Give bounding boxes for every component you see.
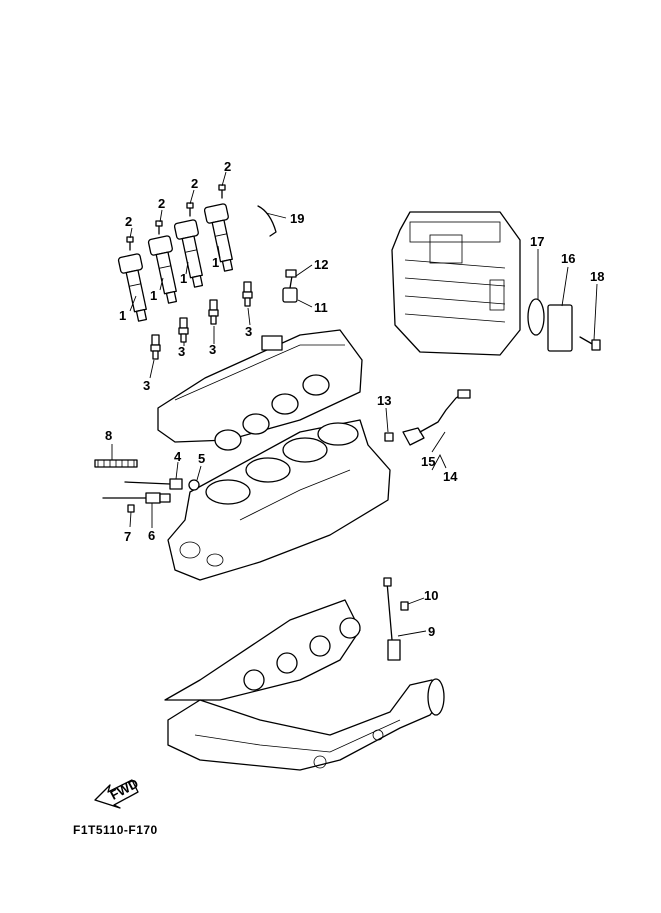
connector — [547, 304, 573, 352]
ignition-coil-group — [117, 203, 234, 322]
callout-label: 10 — [424, 588, 438, 603]
callout-label: 2 — [125, 214, 132, 229]
diagram-code: F1T5110-F170 — [73, 823, 158, 837]
callout-label: 3 — [209, 342, 216, 357]
callout-label: 1 — [212, 255, 219, 270]
wire-lead — [257, 205, 277, 237]
exhaust-sensor — [383, 577, 409, 661]
callout-label: 7 — [124, 529, 131, 544]
callout-label: 2 — [224, 159, 231, 174]
callout-label: 15 — [421, 454, 435, 469]
callout-label: 12 — [314, 257, 328, 272]
callout-label: 18 — [590, 269, 604, 284]
spark-plug — [178, 317, 189, 343]
callout-labels: 1 1 1 1 2 2 2 2 3 3 3 3 4 5 6 7 8 9 10 1… — [105, 159, 604, 639]
callout-label: 16 — [561, 251, 575, 266]
ignition-coil — [147, 235, 178, 304]
callout-label: 3 — [143, 378, 150, 393]
spark-plug — [150, 334, 161, 360]
ignition-coil — [203, 203, 234, 272]
oil-pressure-parts — [94, 459, 200, 513]
callout-label: 19 — [290, 211, 304, 226]
forward-arrow-icon: FWD — [94, 776, 141, 809]
bolt — [218, 184, 226, 199]
bolt — [155, 220, 163, 235]
callout-label: 13 — [377, 393, 391, 408]
bolt — [186, 202, 194, 217]
callout-label: 2 — [191, 176, 198, 191]
callout-label: 5 — [198, 451, 205, 466]
bolt — [126, 236, 134, 251]
spark-plug — [208, 299, 219, 325]
cylinder-block — [167, 419, 391, 581]
callout-label: 17 — [530, 234, 544, 249]
callout-label: 1 — [180, 271, 187, 286]
gasket — [527, 298, 545, 336]
callout-label: 14 — [443, 469, 458, 484]
ignition-coil — [117, 253, 148, 322]
callout-label: 6 — [148, 528, 155, 543]
callout-label: 3 — [245, 324, 252, 339]
callout-label: 1 — [119, 308, 126, 323]
callout-label: 1 — [150, 288, 157, 303]
callout-label: 9 — [428, 624, 435, 639]
cam-sensor — [282, 269, 298, 303]
ignition-coil — [173, 219, 204, 288]
electrical-box — [391, 211, 601, 356]
spark-plug — [242, 281, 253, 307]
callout-label: 8 — [105, 428, 112, 443]
spark-plug-group — [150, 281, 253, 360]
exhaust-manifold — [164, 599, 445, 771]
callout-label: 3 — [178, 344, 185, 359]
leader-lines — [111, 171, 598, 637]
temp-sensor — [384, 389, 471, 446]
callout-label: 2 — [158, 196, 165, 211]
cylinder-head — [157, 329, 363, 451]
callout-label: 4 — [174, 449, 182, 464]
callout-label: 11 — [314, 300, 328, 315]
